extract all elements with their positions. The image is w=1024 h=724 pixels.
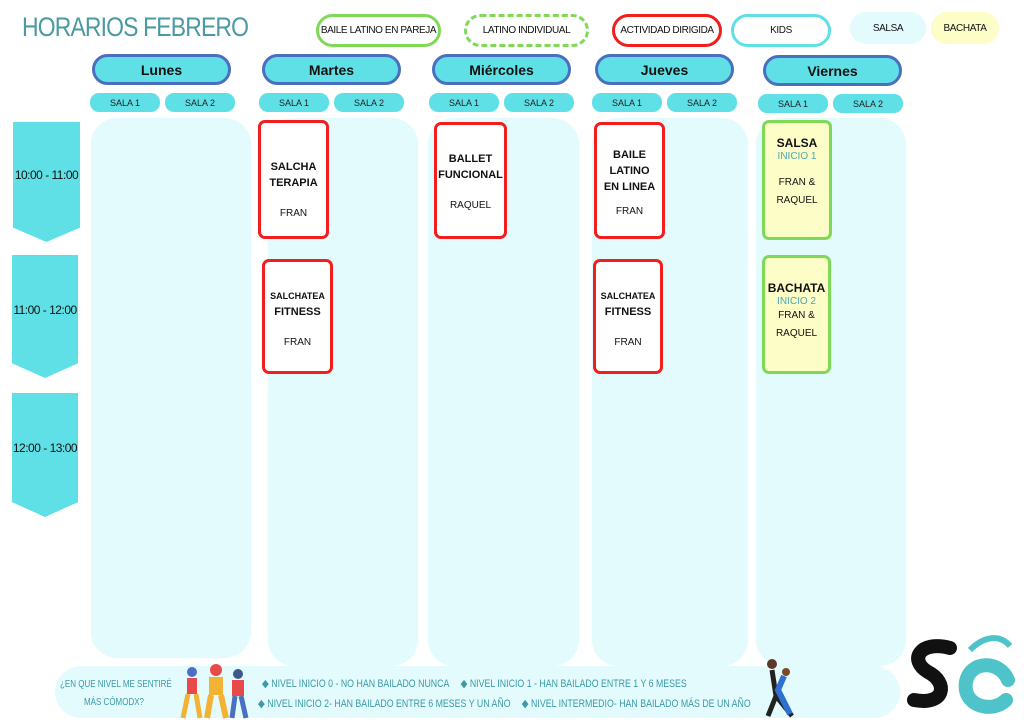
class-teacher: RAQUEL (449, 200, 492, 211)
class-teacher: FRAN & (778, 310, 815, 321)
day-header-jueves: Jueves (595, 54, 734, 85)
class-teacher: RAQUEL (775, 328, 818, 339)
class-name: BALLET (448, 153, 493, 165)
level-row-1: ◆ NIVEL INICIO 0 - NO HAN BAILADO NUNCA … (262, 677, 687, 690)
diamond-bullet-icon: ◆ (460, 678, 468, 690)
class-teacher: FRAN (283, 337, 312, 348)
class-name: FITNESS (274, 306, 321, 318)
class-name: FITNESS (604, 306, 652, 318)
sala-1-miercoles: SALA 1 (429, 93, 499, 112)
class-teacher: FRAN (279, 208, 308, 219)
level-row-2: ◆ NIVEL INICIO 2- HAN BAILADO ENTRE 6 ME… (258, 697, 751, 710)
class-name: SALCHATEA (600, 291, 656, 301)
legend-baile-latino-pareja: BAILE LATINO EN PAREJA (316, 14, 441, 47)
class-name: FUNCIONAL (438, 169, 503, 181)
legend-latino-individual: LATINO INDIVIDUAL (464, 14, 589, 47)
level-item: NIVEL INICIO 2- HAN BAILADO ENTRE 6 MESE… (267, 698, 511, 710)
class-teacher: RAQUEL (776, 195, 818, 206)
time-slot-12-13: 12:00 - 13:00 (12, 393, 78, 517)
page-title: HORARIOS FEBRERO (22, 12, 249, 42)
legend-actividad-dirigida: ACTIVIDAD DIRIGIDA (612, 14, 722, 47)
legend-kids: KIDS (731, 14, 831, 47)
class-name: LATINO (609, 165, 650, 177)
sala-2-lunes: SALA 2 (165, 93, 235, 112)
sala-1-jueves: SALA 1 (592, 93, 662, 112)
class-card-salcha-terapia[interactable]: SALCHA TERAPIA FRAN (258, 120, 329, 239)
class-card-salchatea-fitness-martes[interactable]: SALCHATEA FITNESS FRAN (262, 259, 333, 374)
sala-1-viernes: SALA 1 (758, 94, 828, 113)
couple-dancing-illustration (765, 659, 794, 718)
sala-2-miercoles: SALA 2 (504, 93, 574, 112)
class-teacher: FRAN (615, 206, 644, 217)
class-name: SALSA (776, 136, 818, 150)
level-question: ¿EN QUE NIVEL ME SENTIRÉ (60, 679, 172, 690)
legend-bachata: BACHATA (931, 12, 999, 44)
time-slot-10-11: 10:00 - 11:00 (13, 122, 80, 242)
class-teacher: FRAN & (778, 177, 816, 188)
level-item: NIVEL INICIO 1 - HAN BAILADO ENTRE 1 Y 6… (469, 678, 687, 690)
class-card-salsa[interactable]: SALSA INICIO 1 FRAN & RAQUEL (762, 120, 832, 240)
class-level: INICIO 1 (777, 151, 817, 162)
class-card-salchatea-fitness-jueves[interactable]: SALCHATEA FITNESS FRAN (593, 259, 663, 374)
class-name: BACHATA (767, 281, 826, 295)
class-level: INICIO 2 (777, 296, 816, 307)
sala-2-martes: SALA 2 (334, 93, 404, 112)
sala-2-jueves: SALA 2 (667, 93, 737, 112)
sala-1-martes: SALA 1 (259, 93, 329, 112)
class-card-bachata[interactable]: BACHATA INICIO 2 FRAN & RAQUEL (762, 255, 831, 374)
class-name: TERAPIA (269, 177, 318, 189)
level-item: NIVEL INTERMEDIO- HAN BAILADO MÁS DE UN … (531, 698, 751, 710)
day-header-viernes: Viernes (763, 55, 902, 86)
level-question: MÁS CÓMODX? (84, 697, 145, 708)
sala-2-viernes: SALA 2 (833, 94, 903, 113)
class-card-ballet-funcional[interactable]: BALLET FUNCIONAL RAQUEL (434, 122, 507, 239)
class-name: BAILE (613, 149, 646, 161)
legend-salsa: SALSA (850, 12, 926, 44)
sala-1-lunes: SALA 1 (90, 93, 160, 112)
diamond-bullet-icon: ◆ (258, 698, 265, 710)
school-logo (907, 635, 1015, 714)
class-teacher: FRAN (614, 337, 642, 348)
class-card-baile-latino-en-linea[interactable]: BAILE LATINO EN LINEA FRAN (594, 122, 665, 239)
day-header-miercoles: Miércoles (432, 54, 571, 85)
time-slot-11-12: 11:00 - 12:00 (12, 255, 78, 378)
day-header-martes: Martes (262, 54, 401, 85)
class-name: SALCHATEA (270, 291, 325, 301)
class-name: EN LINEA (603, 181, 656, 193)
class-name: SALCHA (270, 161, 317, 173)
column-lunes (91, 118, 251, 658)
day-header-lunes: Lunes (92, 54, 231, 85)
diamond-bullet-icon: ◆ (521, 698, 529, 710)
diamond-bullet-icon: ◆ (262, 678, 269, 690)
level-item: NIVEL INICIO 0 - NO HAN BAILADO NUNCA (271, 678, 450, 690)
dancers-illustration (180, 664, 249, 719)
